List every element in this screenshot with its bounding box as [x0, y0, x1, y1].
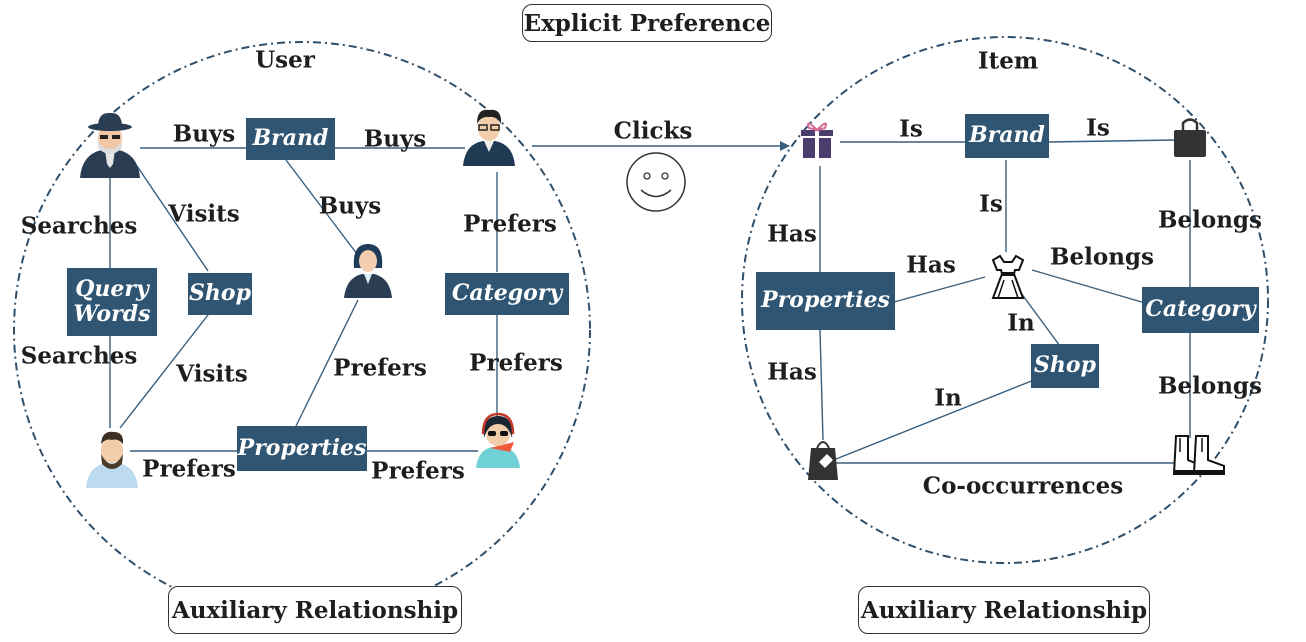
user-node-category: Category: [445, 273, 569, 315]
edge-woman-properties: [295, 299, 359, 427]
user-edge-label-prefers-upper-right: Prefers: [463, 210, 557, 238]
item-edge-label-has-middle: Has: [906, 251, 956, 279]
tag-bag-icon: [808, 441, 838, 480]
edge-dress-shop: [1020, 292, 1061, 347]
item-edge-label-belongs-lower: Belongs: [1158, 372, 1262, 400]
clicks-label: Clicks: [613, 117, 693, 145]
woman-user-icon: [344, 244, 392, 298]
item-edge-label-has-upper: Has: [767, 220, 817, 248]
edge-properties-dress: [893, 276, 986, 303]
query-words-line2: Words: [73, 301, 151, 327]
item-edge-label-is-left: Is: [899, 115, 923, 143]
user-edge-label-buys-right: Buys: [363, 125, 427, 153]
item-edge-label-in-lower: In: [934, 384, 962, 412]
boots-icon: [1172, 435, 1225, 475]
user-node-brand: Brand: [246, 118, 335, 160]
dress-icon: [991, 254, 1025, 299]
right-auxiliary-caption: Auxiliary Relationship: [858, 586, 1150, 634]
item-node-properties: Properties: [756, 272, 895, 330]
item-edge-label-belongs-middle: Belongs: [1050, 243, 1154, 271]
spy-user-icon: [80, 112, 140, 178]
user-edge-label-prefers-middle: Prefers: [333, 354, 427, 382]
item-circle: [741, 36, 1269, 564]
glasses-man-icon: [463, 109, 515, 166]
item-section-title: Item: [977, 47, 1039, 75]
user-edge-label-visits-upper: Visits: [168, 200, 240, 228]
gift-box-icon: [801, 122, 833, 158]
item-edge-label-co-occurrences: Co-occurrences: [922, 472, 1124, 500]
user-edge-label-buys-left: Buys: [172, 120, 236, 148]
edge-shop-tagbag: [835, 379, 1035, 460]
item-edge-label-has-lower: Has: [767, 358, 817, 386]
left-auxiliary-caption: Auxiliary Relationship: [168, 586, 462, 634]
shopping-bag-icon: [1174, 118, 1206, 157]
user-edge-label-prefers-lower-right: Prefers: [469, 349, 563, 377]
clicks-arrowhead: [780, 141, 790, 151]
edge-brand-woman: [285, 159, 358, 255]
edge-spy-shop: [136, 165, 209, 272]
user-node-shop: Shop: [188, 273, 252, 315]
user-edge-label-visits-lower: Visits: [176, 360, 248, 388]
explicit-preference-title: Explicit Preference: [522, 4, 772, 42]
user-node-query-words: Query Words: [67, 268, 157, 336]
edge-properties-tagbag: [819, 329, 824, 441]
user-section-title: User: [255, 46, 315, 74]
user-edge-label-searches-upper: Searches: [20, 212, 138, 240]
edge-brand-bag: [1047, 139, 1176, 143]
item-node-brand: Brand: [965, 114, 1049, 158]
query-words-line1: Query: [75, 275, 149, 302]
bearded-man-icon: [86, 431, 138, 488]
item-edge-label-is-down: Is: [979, 190, 1003, 218]
smiley-face-icon: [626, 152, 686, 212]
item-edge-label-in-upper: In: [1007, 309, 1035, 337]
item-node-shop: Shop: [1031, 344, 1099, 388]
item-edges: [819, 139, 1191, 464]
edge-shop-bearded: [119, 314, 209, 429]
user-edge-label-searches-lower: Searches: [20, 342, 138, 370]
user-edge-label-prefers-bottom-left: Prefers: [142, 455, 236, 483]
edge-dress-category: [1031, 269, 1146, 304]
user-edge-label-buys-down: Buys: [318, 192, 382, 220]
user-edge-label-prefers-bottom-right: Prefers: [371, 457, 465, 485]
item-edge-label-belongs-upper: Belongs: [1158, 206, 1262, 234]
item-node-category: Category: [1142, 287, 1259, 333]
item-edge-label-is-right: Is: [1086, 114, 1110, 142]
headphones-woman-icon: [476, 412, 520, 468]
user-node-properties: Properties: [237, 426, 367, 471]
user-edges: [109, 147, 498, 452]
